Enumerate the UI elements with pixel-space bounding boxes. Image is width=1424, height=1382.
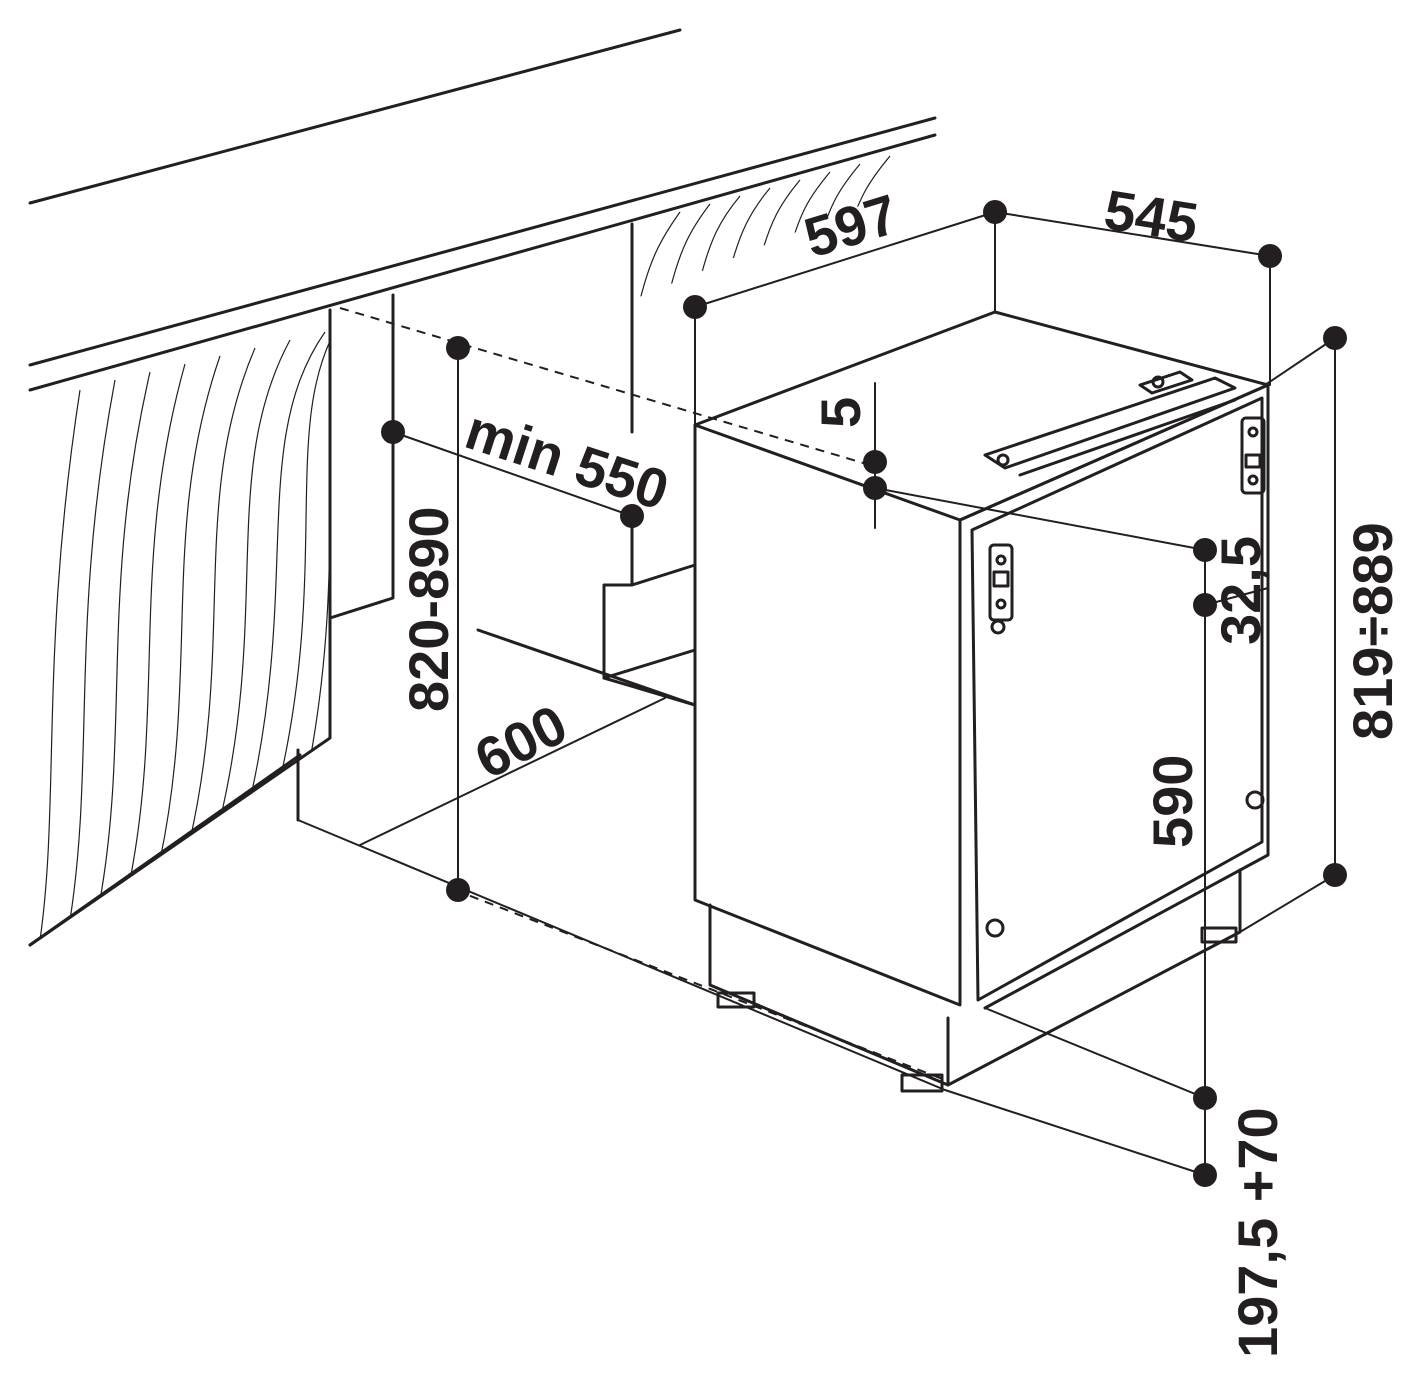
dimension-labels: 597 545 5 min 550 820-890 600 32,5 819÷8… [397,178,1404,1358]
worktop [28,28,937,392]
left-cabinet-wall [28,308,332,947]
top-bracket [983,370,1237,477]
appliance-side [693,423,962,1007]
label-197-5-70: 197,5 +70 [1226,1107,1289,1358]
label-32-5: 32,5 [1209,536,1272,645]
label-545: 545 [1100,178,1202,255]
hinge-door-left [988,543,1014,635]
door-pin-left [985,918,1005,938]
label-min-550: min 550 [458,397,676,521]
appliance-top [693,310,1270,522]
hinge-top-right [1240,416,1266,495]
foot-front-right [1200,926,1238,944]
label-819-889: 819÷889 [1341,522,1404,740]
foot-rear [716,991,756,1009]
foot-front-left [900,1073,944,1093]
label-820-890: 820-890 [397,506,460,712]
label-590: 590 [1141,755,1204,848]
dimension-lines [392,211,1336,1176]
plinth-side [708,903,950,1087]
wall-hatching [39,318,330,941]
door-pin-right [1245,790,1265,810]
label-5: 5 [809,397,872,428]
label-600: 600 [465,692,577,791]
niche-outline [297,293,946,1091]
appliance [693,310,1270,1093]
appliance-front [958,383,1270,1010]
appliance-door [970,396,1264,1002]
dimension-markers [381,200,1347,1187]
